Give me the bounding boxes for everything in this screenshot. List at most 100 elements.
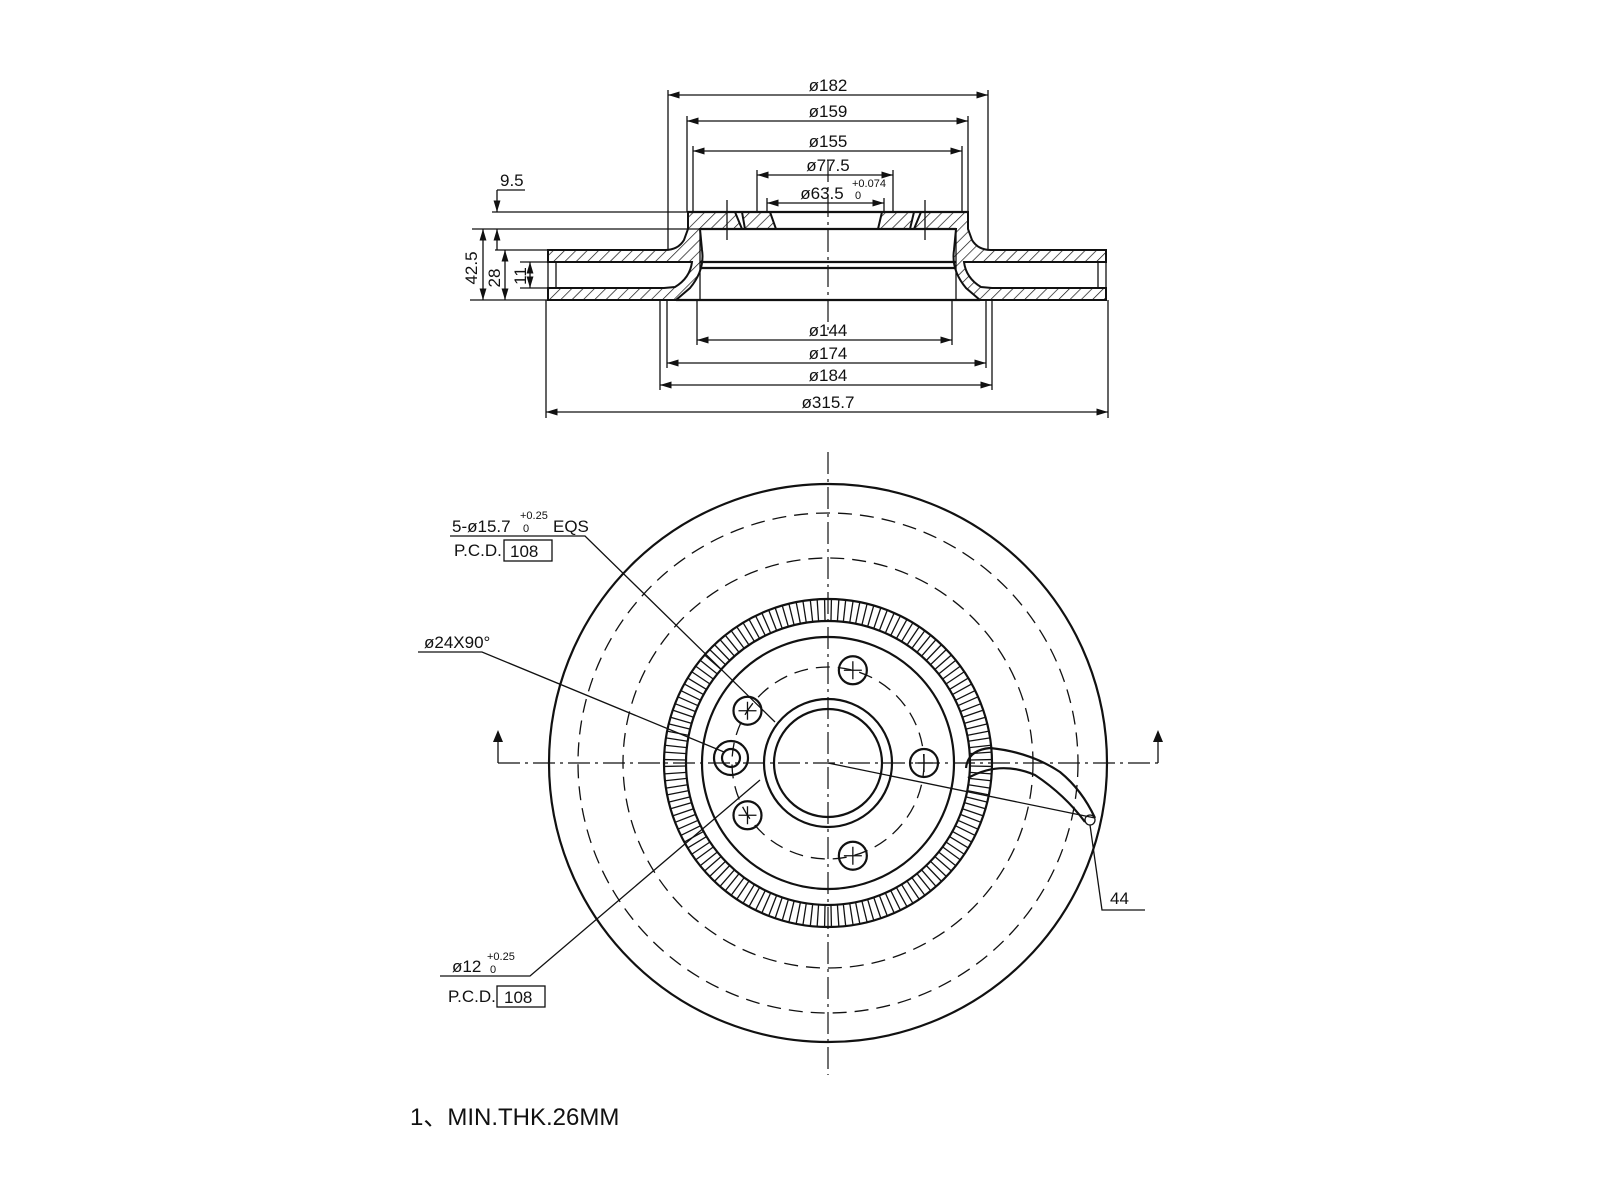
- dim-144: ø144: [809, 321, 848, 340]
- tone-ring-tooth: [724, 634, 740, 653]
- tone-ring-tooth: [895, 618, 908, 639]
- dim-184: ø184: [809, 366, 848, 385]
- tone-ring-tooth: [921, 639, 937, 657]
- tone-ring-tooth: [854, 902, 861, 925]
- hat-edge: [700, 635, 956, 891]
- tone-ring-tooth: [664, 777, 687, 782]
- tone-ring-tooth: [945, 841, 965, 855]
- friction-ring-inner: [622, 557, 1034, 969]
- tone-ring-tooth: [672, 808, 694, 817]
- bolt-holes: [732, 655, 940, 871]
- tone-ring-tooth: [802, 903, 807, 926]
- tone-ring-tooth: [795, 601, 802, 624]
- tone-ring-tooth: [816, 599, 820, 622]
- tone-ring-tooth: [849, 600, 854, 623]
- tone-ring-tooth: [680, 825, 701, 836]
- tone-ring-tooth: [930, 649, 947, 666]
- tone-ring-tooth: [906, 880, 920, 900]
- tone-ring-tooth: [842, 904, 847, 927]
- tone-ring-tooth: [934, 856, 952, 872]
- tone-ring-tooth: [724, 873, 740, 892]
- tone-ring-tooth: [761, 892, 772, 914]
- tol-upper: +0.074: [852, 178, 886, 190]
- tone-ring-tooth: [691, 671, 711, 685]
- dim-9-5: 9.5: [500, 171, 524, 190]
- tone-ring-tooth: [965, 723, 988, 730]
- bolt-hole: [908, 747, 940, 779]
- tone-ring-tooth: [774, 607, 783, 629]
- tone-ring-teeth: [664, 599, 992, 927]
- tone-ring-tooth: [925, 865, 942, 882]
- tone-ring-tooth: [930, 860, 947, 877]
- tone-ring-tooth: [768, 895, 778, 917]
- tone-ring-tooth: [964, 801, 986, 810]
- tone-ring-tooth: [742, 622, 755, 642]
- tone-ring-tooth: [795, 902, 802, 925]
- tone-ring-tooth: [781, 605, 790, 627]
- tone-ring-tooth: [965, 796, 988, 803]
- tone-ring-tooth: [884, 892, 895, 914]
- tone-ring-tooth: [968, 737, 991, 742]
- tone-ring-tooth: [942, 846, 961, 861]
- tone-ring-tooth: [761, 612, 772, 634]
- tone-ring-tooth: [816, 904, 820, 927]
- tone-ring-tooth: [699, 851, 718, 867]
- tone-ring-tooth: [666, 789, 689, 796]
- tone-ring-tooth: [695, 846, 714, 861]
- tone-ring-tooth: [968, 784, 991, 789]
- tone-ring-tooth: [955, 690, 976, 701]
- tone-ring-tooth: [730, 877, 745, 896]
- section-view: ø182 ø159 ø155 ø77.5 ø63.5 +0.074 0 9.5: [462, 76, 1109, 418]
- tone-ring-tooth: [748, 887, 761, 908]
- tone-ring-tooth: [668, 796, 691, 803]
- bolt-hole: [837, 840, 868, 871]
- tone-ring-tooth: [670, 801, 692, 810]
- pcd-label: P.C.D.: [454, 541, 502, 560]
- tone-ring-tooth: [687, 836, 707, 849]
- tone-ring-tooth: [861, 603, 868, 626]
- dim-77-5: ø77.5: [806, 156, 849, 175]
- tone-ring-tooth: [709, 860, 726, 877]
- tone-ring-tooth: [670, 716, 692, 725]
- countersunk-hole: [712, 739, 750, 777]
- tone-ring-tooth: [878, 895, 888, 917]
- tone-ring-tooth: [836, 904, 840, 927]
- tone-ring-tooth: [960, 703, 982, 713]
- tone-ring-tooth: [901, 622, 914, 642]
- tone-ring-tooth: [672, 709, 694, 718]
- tone-ring-tooth: [861, 900, 868, 923]
- tone-ring-tooth: [895, 887, 908, 908]
- tone-ring-tooth: [967, 730, 990, 737]
- tone-ring-tooth: [687, 677, 707, 690]
- tone-ring-tooth: [873, 607, 882, 629]
- tone-ring-tooth: [736, 626, 750, 646]
- tone-ring-tooth: [957, 696, 979, 707]
- tone-ring-tooth: [755, 890, 766, 911]
- tone-ring-tooth: [665, 737, 688, 742]
- bolt-hole: [837, 655, 868, 686]
- pin-hole-tol-lower: 0: [490, 964, 496, 976]
- tone-ring-tooth: [755, 615, 766, 636]
- tone-ring-tooth: [674, 813, 696, 823]
- tone-ring-tooth: [945, 671, 965, 685]
- bolt-hole-size: 5-ø15.7: [452, 517, 511, 536]
- tone-ring-tooth: [809, 904, 814, 927]
- tone-ring-tooth: [802, 600, 807, 623]
- tone-ring-tooth: [730, 630, 745, 649]
- tone-ring-tooth: [719, 639, 735, 657]
- tone-ring-outer: [662, 597, 994, 929]
- tone-ring-tooth: [901, 884, 914, 904]
- hole-center-mark: [738, 806, 757, 825]
- tone-ring-tooth: [921, 869, 937, 887]
- tone-ring-tooth: [911, 630, 926, 649]
- dim-63-5: ø63.5: [800, 184, 843, 203]
- tone-ring-tooth: [691, 841, 711, 855]
- tone-ring-tooth: [664, 771, 687, 775]
- tone-ring-tooth: [884, 612, 895, 634]
- tone-ring-tooth: [719, 869, 735, 887]
- tone-ring-tooth: [952, 830, 973, 843]
- dim-28: 28: [485, 269, 504, 288]
- pin-hole-tol-upper: +0.25: [487, 951, 515, 963]
- dim-11: 11: [511, 267, 530, 285]
